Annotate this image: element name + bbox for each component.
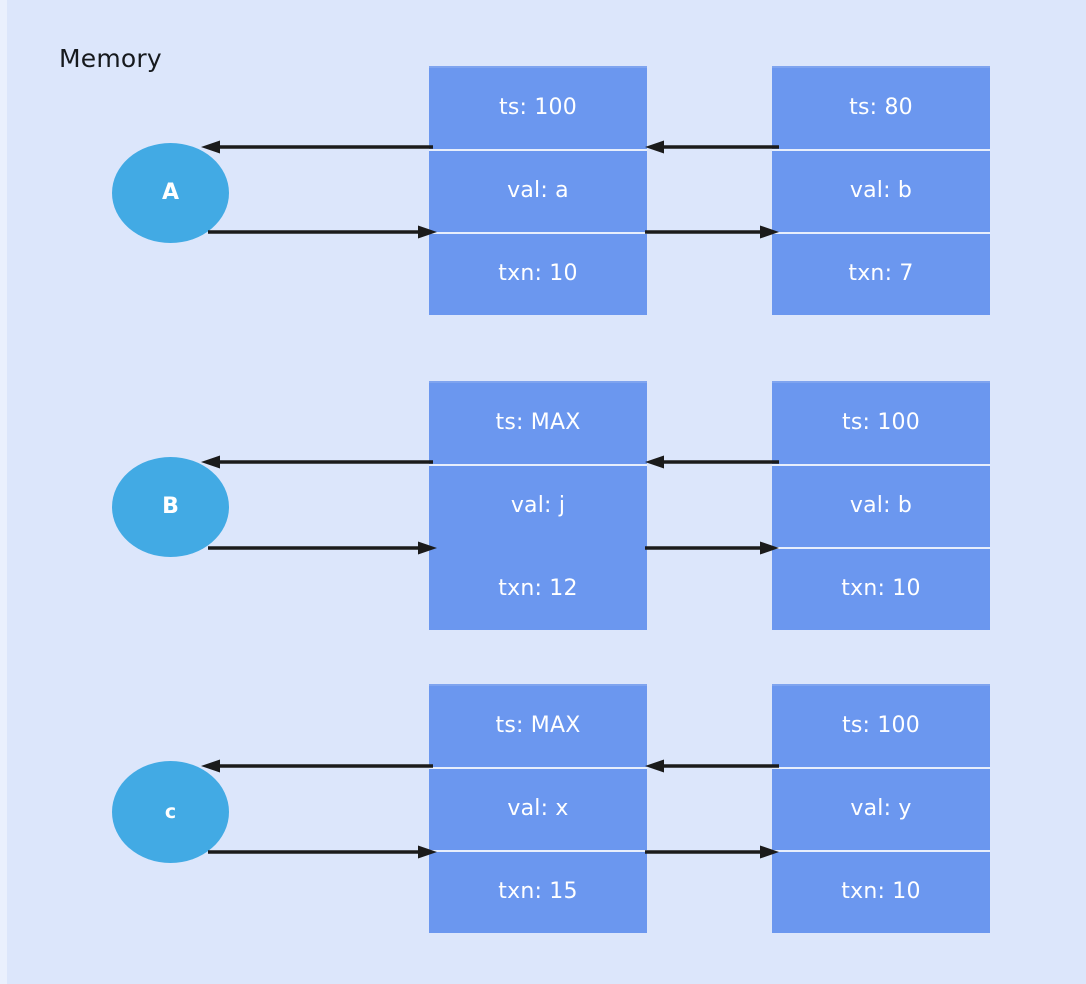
record-a-secondary-ts: ts: 80 xyxy=(849,95,913,120)
record-a-secondary[interactable]: ts: 80 val: b txn: 7 xyxy=(772,66,990,315)
arrow-box1-to-node-b xyxy=(201,455,433,469)
record-c-primary-ts: ts: MAX xyxy=(495,713,581,738)
record-c-primary-val: val: x xyxy=(429,767,647,850)
page-title: Memory xyxy=(59,44,162,73)
node-a[interactable]: A xyxy=(112,143,229,243)
node-c-label: c xyxy=(164,800,177,823)
record-a-primary[interactable]: ts: 100 val: a txn: 10 xyxy=(429,66,647,315)
record-b-secondary-ts: ts: 100 xyxy=(842,410,920,435)
arrow-box2-to-box1-a xyxy=(645,140,779,154)
arrow-box2-to-box1-b xyxy=(645,455,779,469)
record-c-secondary-val: val: y xyxy=(772,767,990,850)
node-a-label: A xyxy=(161,180,180,205)
arrow-box1-to-node-a xyxy=(201,140,433,154)
arrow-node-a-to-box1 xyxy=(208,225,437,239)
record-a-secondary-val: val: b xyxy=(772,149,990,232)
record-b-secondary-val: val: b xyxy=(772,464,990,547)
record-b-secondary[interactable]: ts: 100 val: b txn: 10 xyxy=(772,381,990,630)
arrow-node-c-to-box1 xyxy=(208,845,437,859)
arrow-box1-to-box2-b xyxy=(645,541,779,555)
record-c-secondary-txn: txn: 10 xyxy=(772,850,990,933)
arrow-box1-to-node-c xyxy=(201,759,433,773)
record-b-primary-txn: txn: 12 xyxy=(498,576,578,601)
arrow-node-b-to-box1 xyxy=(208,541,437,555)
record-a-primary-txn: txn: 10 xyxy=(429,232,647,315)
node-b-label: B xyxy=(162,494,179,519)
record-a-secondary-txn: txn: 7 xyxy=(772,232,990,315)
canvas-left-edge xyxy=(0,0,7,984)
record-b-secondary-txn: txn: 10 xyxy=(772,547,990,630)
record-a-primary-ts: ts: 100 xyxy=(499,95,577,120)
record-c-secondary[interactable]: ts: 100 val: y txn: 10 xyxy=(772,684,990,933)
record-b-primary-ts: ts: MAX xyxy=(495,410,581,435)
record-c-primary-txn: txn: 15 xyxy=(429,850,647,933)
record-c-secondary-ts: ts: 100 xyxy=(842,713,920,738)
record-b-primary[interactable]: ts: MAX val: j txn: 12 xyxy=(429,381,647,630)
record-b-primary-val: val: j xyxy=(429,464,647,547)
arrow-box1-to-box2-a xyxy=(645,225,779,239)
arrow-box1-to-box2-c xyxy=(645,845,779,859)
node-c[interactable]: c xyxy=(112,761,229,863)
record-c-primary[interactable]: ts: MAX val: x txn: 15 xyxy=(429,684,647,933)
node-b[interactable]: B xyxy=(112,457,229,557)
arrow-box2-to-box1-c xyxy=(645,759,779,773)
record-a-primary-val: val: a xyxy=(429,149,647,232)
